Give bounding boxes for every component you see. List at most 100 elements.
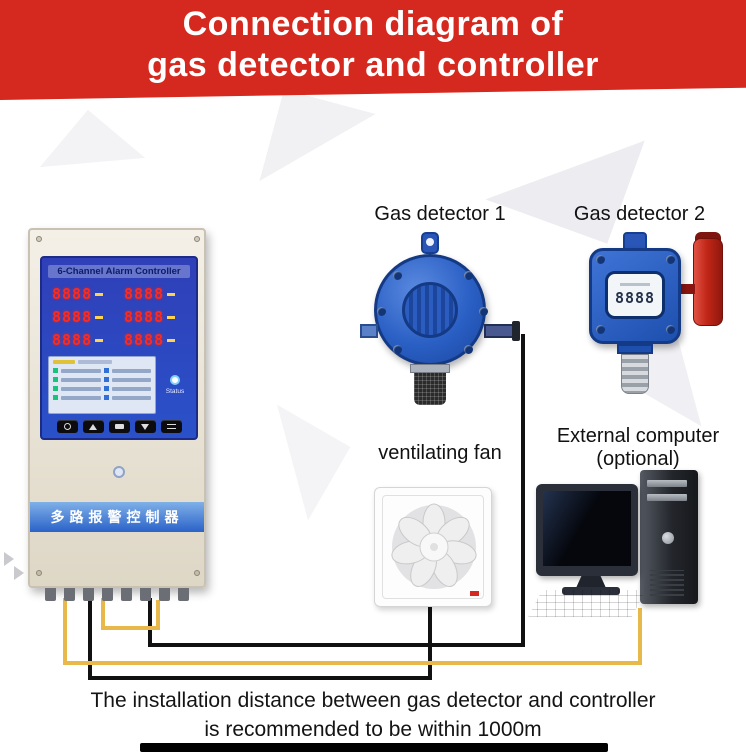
banner-title-line1: Connection diagram of bbox=[182, 5, 564, 43]
label-external-computer-line2: (optional) bbox=[596, 448, 680, 470]
channel-text-bar bbox=[111, 368, 151, 373]
terminal-lug bbox=[64, 588, 75, 601]
up-button bbox=[82, 420, 104, 433]
reading-value: 8888 bbox=[124, 285, 165, 303]
channel-led-icon bbox=[53, 377, 58, 382]
computer-tower bbox=[640, 470, 698, 604]
channel-led-icon bbox=[103, 386, 109, 391]
controller-name-strip: 多路报警控制器 bbox=[30, 502, 204, 532]
header-mark bbox=[53, 360, 75, 364]
header-mark bbox=[78, 360, 112, 364]
tower-power-button bbox=[662, 532, 674, 544]
channel-text-bar bbox=[111, 386, 151, 391]
reading-cell: 8888 bbox=[124, 331, 186, 349]
detector1-cover bbox=[402, 282, 458, 338]
computer-keyboard bbox=[528, 590, 646, 617]
channel-info-panel bbox=[48, 356, 156, 414]
channel-row bbox=[53, 377, 151, 382]
sensor-collar bbox=[410, 364, 450, 373]
channel-text-bar bbox=[61, 395, 101, 400]
conduit-right bbox=[484, 324, 514, 338]
channel-text-bar bbox=[61, 377, 101, 382]
footer-line1: The installation distance between gas de… bbox=[90, 689, 656, 712]
display-caption-bar bbox=[620, 283, 650, 286]
terminal-lug bbox=[121, 588, 132, 601]
bolt-icon bbox=[464, 271, 473, 280]
controller-readings: 8888 8888 8888 8888 8888 8888 bbox=[48, 285, 190, 349]
controller-emblem bbox=[113, 466, 125, 478]
unit-tick bbox=[167, 292, 176, 296]
controller-enclosure: 6-Channel Alarm Controller 8888 8888 888… bbox=[28, 228, 206, 588]
reading-cell: 8888 bbox=[124, 308, 186, 326]
terminal-lug bbox=[159, 588, 170, 601]
bolt-icon bbox=[393, 271, 402, 280]
bolt-icon bbox=[666, 255, 675, 264]
terminal-lug bbox=[45, 588, 56, 601]
footer-line2: is recommended to be within 1000m bbox=[204, 718, 542, 741]
display-digits: 8888 bbox=[614, 289, 656, 307]
reading-value: 8888 bbox=[124, 331, 165, 349]
label-gas-detector-2: Gas detector 2 bbox=[573, 203, 706, 225]
power-icon bbox=[63, 423, 71, 430]
sensor-collar bbox=[617, 344, 653, 354]
label-external-computer: External computer (optional) bbox=[538, 425, 738, 471]
label-external-computer-line1: External computer bbox=[556, 425, 720, 447]
channel-row bbox=[53, 386, 151, 391]
detector2-body: 8888 bbox=[589, 248, 681, 344]
tower-vent bbox=[650, 570, 684, 596]
bottom-bar bbox=[140, 743, 608, 752]
reading-cell: 8888 bbox=[52, 308, 114, 326]
reading-cell: 8888 bbox=[52, 285, 114, 303]
unit-tick bbox=[95, 338, 104, 342]
title-banner: Connection diagram of gas detector and c… bbox=[0, 0, 746, 100]
channel-row bbox=[53, 368, 151, 373]
reading-value: 8888 bbox=[52, 331, 93, 349]
drive-bay bbox=[647, 494, 687, 501]
power-button bbox=[56, 420, 78, 433]
bolt-icon bbox=[596, 325, 605, 334]
alarm-beacon bbox=[693, 238, 723, 326]
down-button bbox=[134, 420, 156, 433]
bolt-icon bbox=[464, 345, 473, 354]
unit-tick bbox=[167, 315, 176, 319]
fan-hub-center bbox=[430, 543, 438, 551]
channel-led-icon bbox=[53, 368, 58, 373]
label-gas-detector-1: Gas detector 1 bbox=[374, 203, 506, 225]
bolt-icon bbox=[377, 307, 386, 316]
status-label: Status bbox=[165, 388, 185, 395]
computer-monitor bbox=[536, 484, 638, 576]
detector2-display: 8888 bbox=[605, 271, 665, 319]
bolt-icon bbox=[596, 255, 605, 264]
unit-tick bbox=[95, 315, 104, 319]
status-indicator: Status bbox=[160, 356, 190, 414]
unit-tick bbox=[95, 292, 104, 296]
ventilating-fan bbox=[374, 487, 492, 607]
mounting-hanger bbox=[421, 232, 439, 254]
arrow-down-icon bbox=[141, 423, 149, 430]
ok-icon bbox=[114, 424, 124, 429]
terminal-lug bbox=[140, 588, 151, 601]
bolt-icon bbox=[393, 345, 402, 354]
conduit-cap bbox=[512, 321, 520, 341]
wire-black-fan bbox=[88, 598, 432, 680]
fan-logo bbox=[470, 591, 479, 596]
gas-detector-2: 8888 bbox=[575, 232, 740, 407]
decor-chevron bbox=[4, 552, 14, 566]
arrow-up-icon bbox=[89, 423, 97, 430]
channel-text-bar bbox=[61, 368, 101, 373]
decor-triangle bbox=[270, 100, 365, 195]
channel-text-bar bbox=[111, 395, 151, 400]
screw-icon bbox=[194, 570, 200, 576]
channel-text-bar bbox=[111, 377, 151, 382]
hanger-hole bbox=[426, 238, 434, 246]
controller-screen: 6-Channel Alarm Controller 8888 8888 888… bbox=[40, 256, 198, 440]
screw-icon bbox=[36, 236, 42, 242]
fan-blades bbox=[391, 503, 477, 589]
reading-value: 8888 bbox=[52, 308, 93, 326]
alarm-controller: 6-Channel Alarm Controller 8888 8888 888… bbox=[28, 228, 206, 606]
monitor-stand bbox=[576, 576, 606, 588]
beacon-pipe bbox=[679, 284, 695, 294]
reading-value: 8888 bbox=[52, 285, 93, 303]
controller-name-label: 多路报警控制器 bbox=[50, 509, 184, 525]
terminal-lugs bbox=[28, 588, 206, 601]
